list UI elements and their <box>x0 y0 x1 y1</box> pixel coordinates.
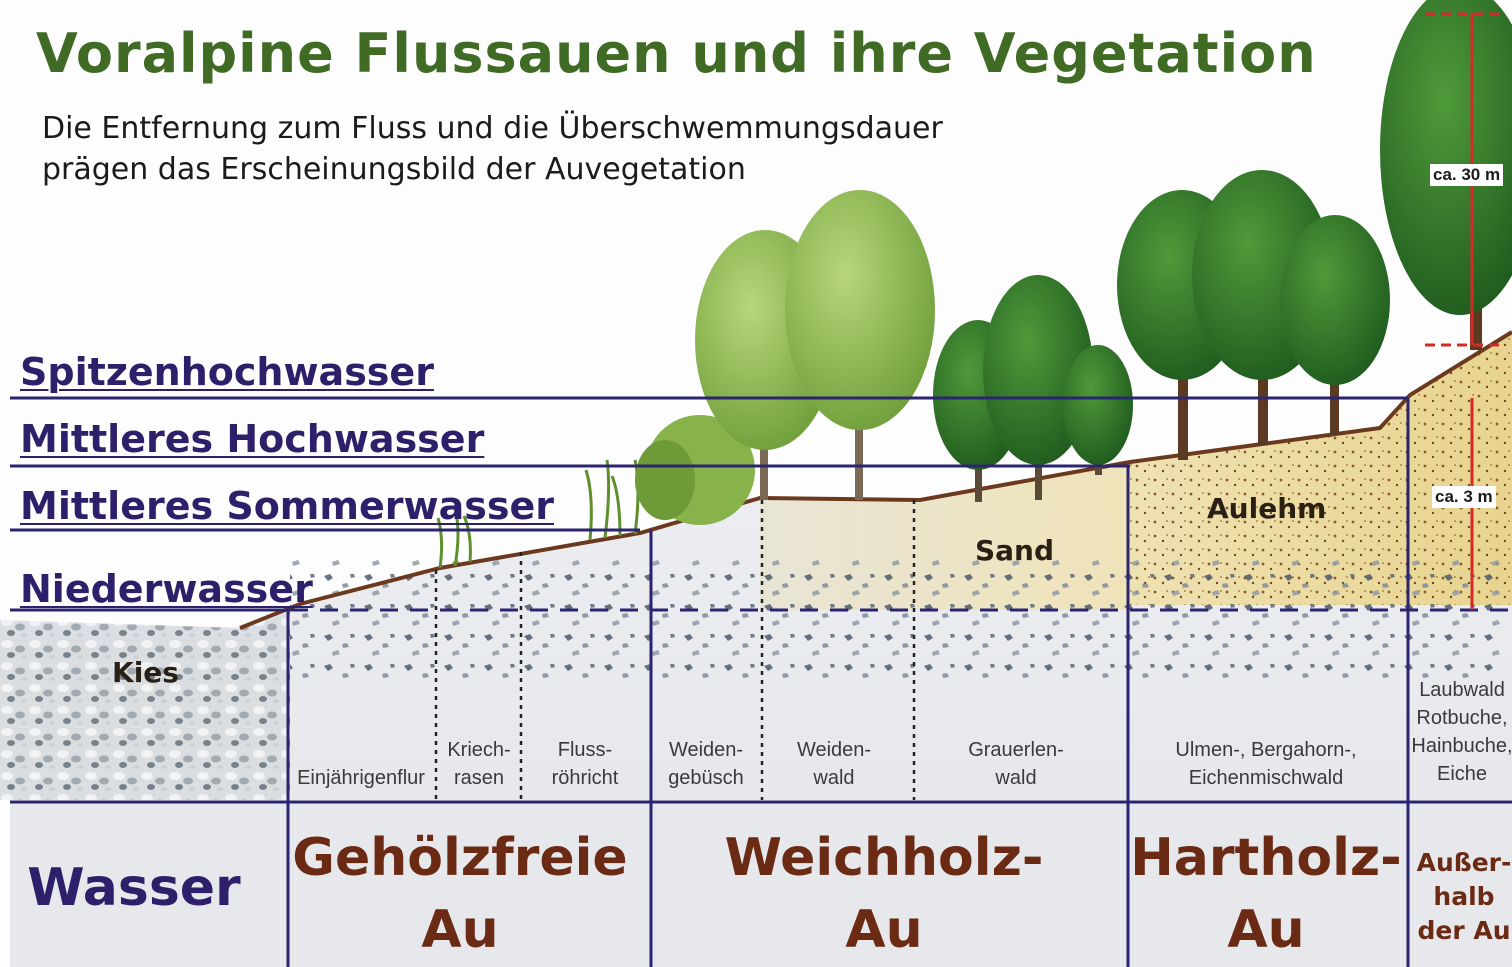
vegetation-willow-shrub: Weiden- gebüsch <box>668 736 744 792</box>
vegetation-grey-alder-forest: Grauerlen- wald <box>968 736 1064 792</box>
water-level-mean-summer: Mittleres Sommerwasser <box>20 484 554 528</box>
subtitle-line: Die Entfernung zum Fluss und die Übersch… <box>42 108 943 149</box>
vegetation-deciduous-forest: Laubwald Rotbuche, Hainbuche, Eiche <box>1411 676 1512 788</box>
zone-water: Wasser <box>27 852 240 924</box>
water-level-low: Niederwasser <box>20 567 313 611</box>
diagram-title: Voralpine Flussauen und ihre Vegetation <box>36 22 1317 85</box>
zone-treeless-floodplain: Gehölzfreie Au <box>292 822 627 966</box>
hardwood-trees <box>1117 170 1390 460</box>
height-label-3m: ca. 3 m <box>1432 486 1496 508</box>
vegetation-annual-herbs: Einjährigenflur <box>297 764 425 792</box>
vegetation-mixed-hardwood: Ulmen-, Bergahorn-, Eichenmischwald <box>1175 736 1356 792</box>
zone-softwood-floodplain: Weichholz- Au <box>725 822 1044 966</box>
diagram-subtitle: Die Entfernung zum Fluss und die Übersch… <box>42 108 943 190</box>
zone-hardwood-floodplain: Hartholz- Au <box>1130 822 1402 966</box>
soil-label-loam: Aulehm <box>1207 492 1326 525</box>
subtitle-line: prägen das Erscheinungsbild der Auvegeta… <box>42 149 943 190</box>
pebble-scatter <box>290 560 1500 680</box>
height-label-30m: ca. 30 m <box>1430 164 1503 186</box>
vegetation-willow-forest: Weiden- wald <box>797 736 871 792</box>
zone-outside-floodplain: Außer- halb der Au <box>1417 846 1512 948</box>
soil-label-gravel: Kies <box>112 656 179 689</box>
water-level-mean-flood: Mittleres Hochwasser <box>20 417 484 461</box>
water-level-peak-flood: Spitzenhochwasser <box>20 350 434 394</box>
gravel-area <box>0 612 290 800</box>
vegetation-creeping-grass: Kriech- rasen <box>447 736 510 792</box>
vegetation-river-reeds: Fluss- röhricht <box>552 736 619 792</box>
soil-label-sand: Sand <box>975 534 1054 567</box>
